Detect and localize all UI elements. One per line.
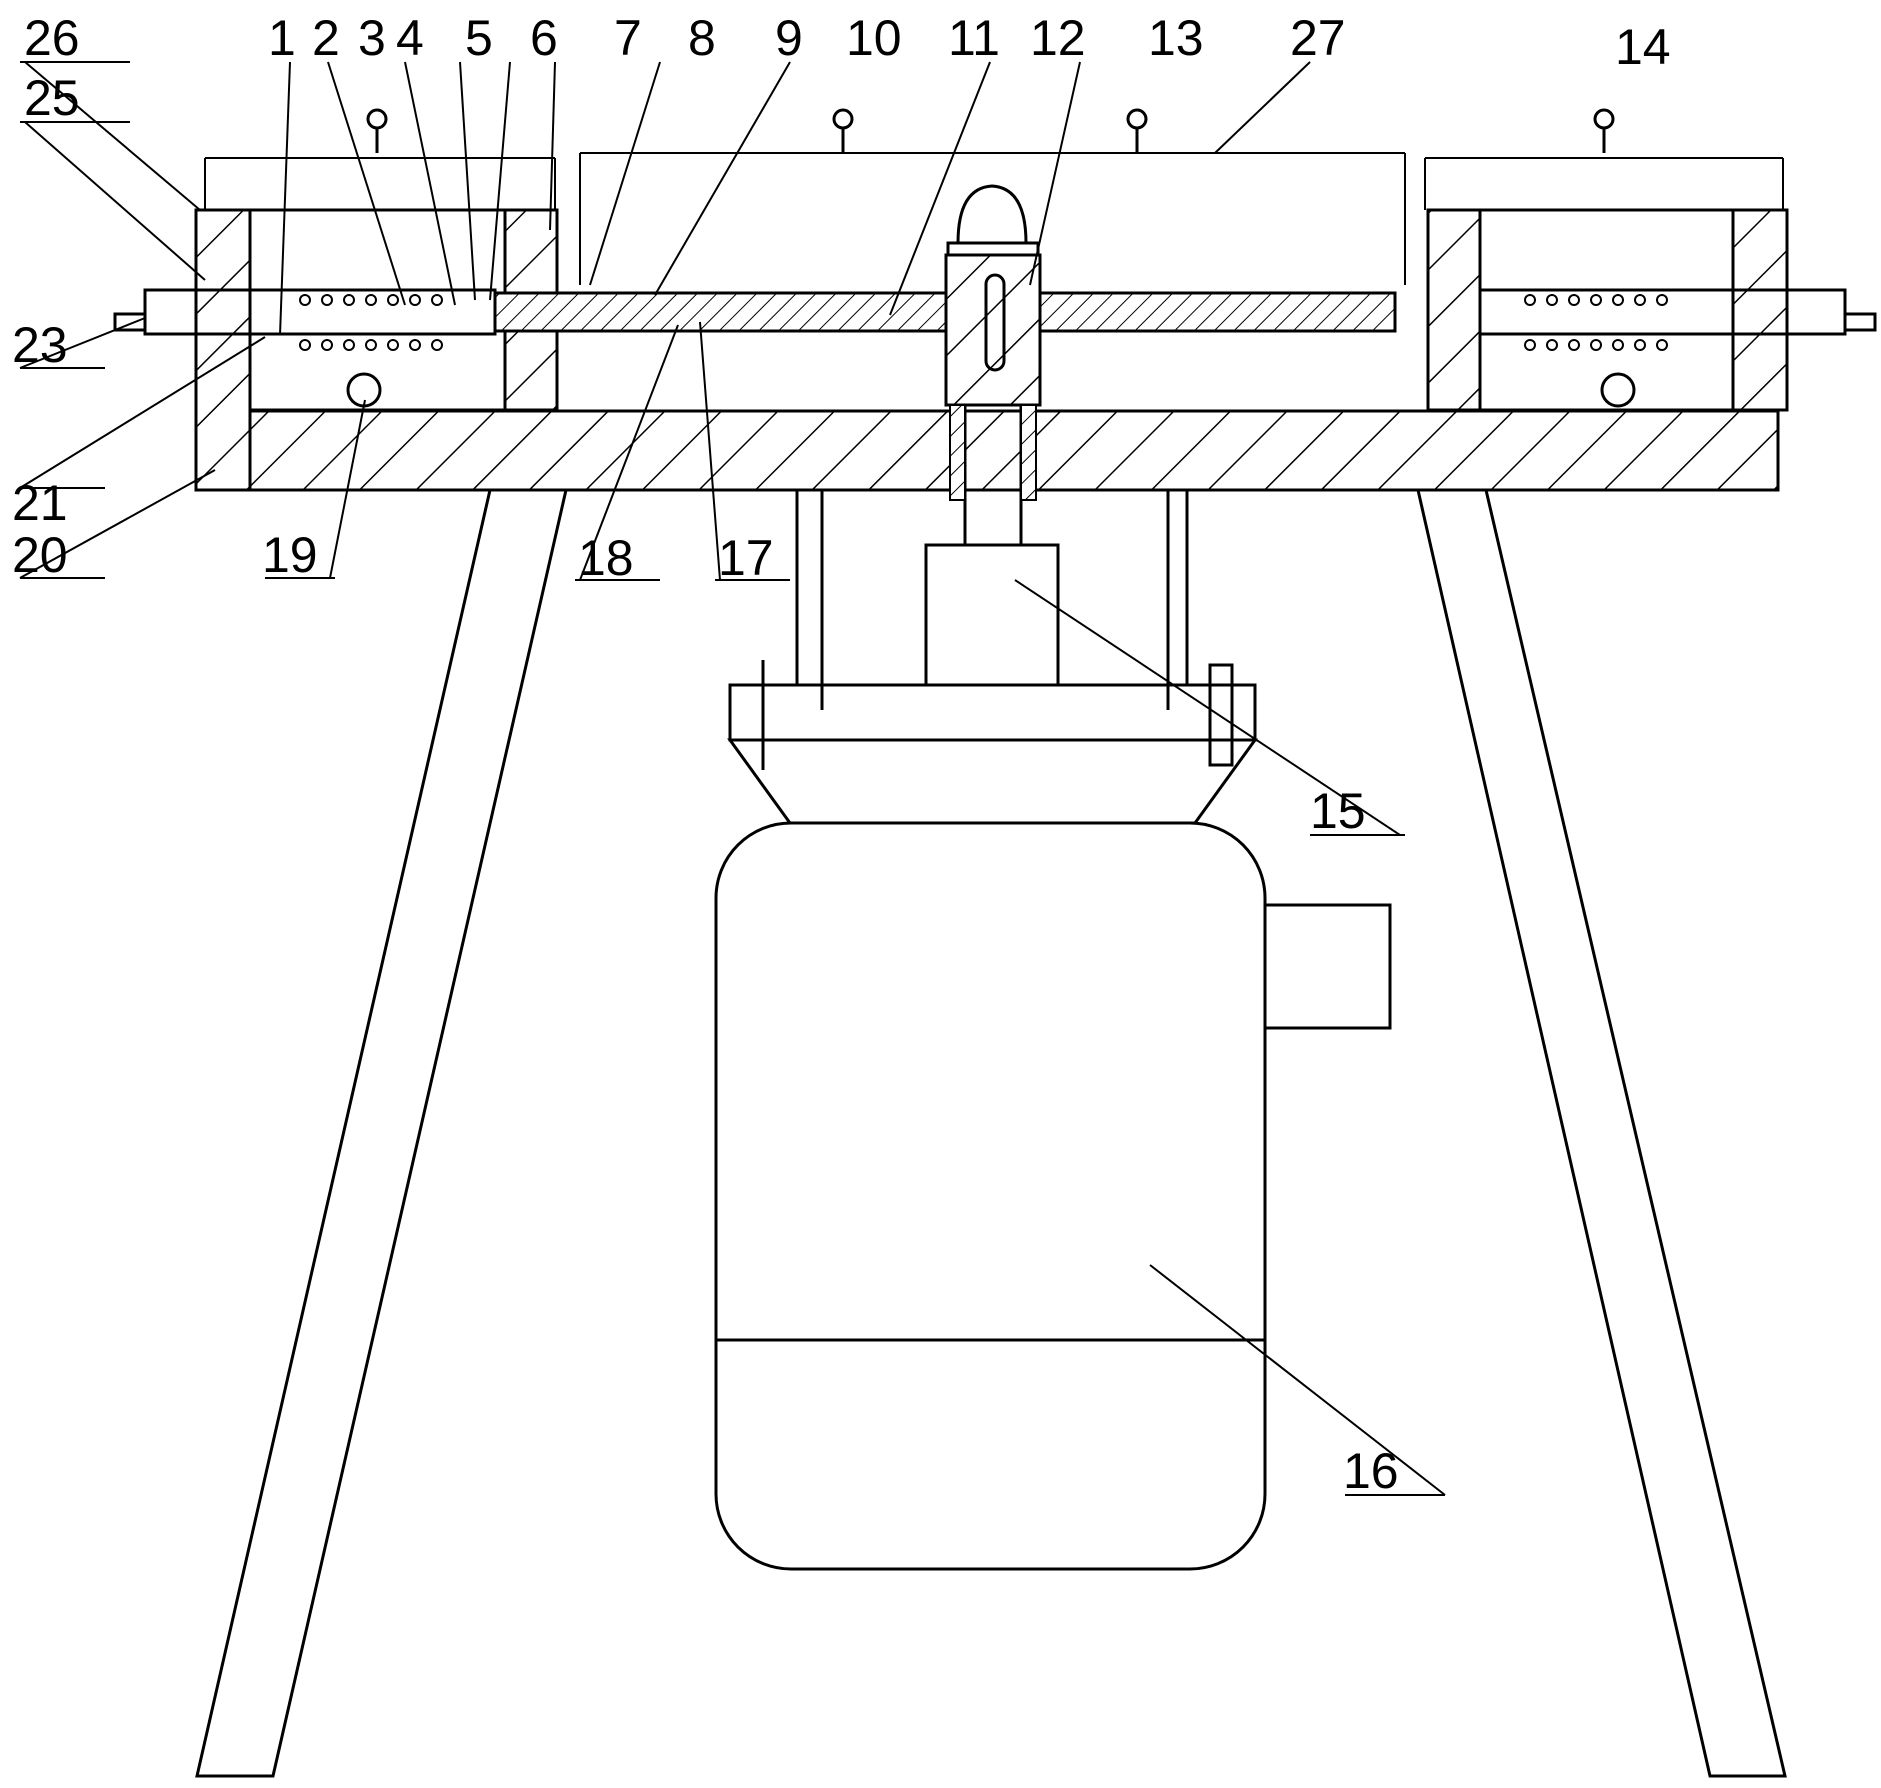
spring-coil <box>1635 340 1645 350</box>
spring-coil <box>1613 295 1623 305</box>
callout-6: 6 <box>530 10 558 66</box>
callout-14: 14 <box>1615 19 1671 75</box>
spring-coil <box>1525 295 1535 305</box>
spring-coil <box>1657 340 1667 350</box>
callout-4: 4 <box>396 10 424 66</box>
callout-13: 13 <box>1148 10 1204 66</box>
callout-7: 7 <box>614 10 642 66</box>
spring-coil <box>322 295 332 305</box>
spring-coil <box>1657 295 1667 305</box>
callout-16: 16 <box>1343 1443 1399 1499</box>
spring-coil <box>388 340 398 350</box>
callout-20: 20 <box>12 527 68 583</box>
callout-12: 12 <box>1030 10 1086 66</box>
callout-1: 1 <box>268 10 296 66</box>
callout-9: 9 <box>775 10 803 66</box>
callout-18: 18 <box>578 530 634 586</box>
callout-2: 2 <box>312 10 340 66</box>
callout-3: 3 <box>358 10 386 66</box>
callout-11: 11 <box>948 10 1000 66</box>
spring-coil <box>432 340 442 350</box>
spring-coil <box>1635 295 1645 305</box>
motor-body <box>716 823 1390 1569</box>
spring-coil <box>410 340 420 350</box>
sensor-nodes <box>368 110 1613 153</box>
spring-coil <box>1525 340 1535 350</box>
spring-coil <box>1569 340 1579 350</box>
callout-26: 26 <box>24 10 80 66</box>
callout-25: 25 <box>24 70 80 126</box>
callout-labels: 26 25 1 2 3 4 5 6 7 8 9 10 11 12 13 27 1… <box>12 10 1671 1499</box>
callout-10: 10 <box>846 10 902 66</box>
callout-27: 27 <box>1290 10 1346 66</box>
right-housing <box>1425 158 1787 410</box>
callout-5: 5 <box>465 10 493 66</box>
spring-coil <box>344 295 354 305</box>
base-plate <box>196 411 1778 490</box>
spring-coil <box>1591 340 1601 350</box>
callout-19: 19 <box>262 527 318 583</box>
spring-coil <box>300 340 310 350</box>
spring-coil <box>1591 295 1601 305</box>
callout-17: 17 <box>718 530 774 586</box>
spring-coil <box>1569 295 1579 305</box>
spring-coil <box>432 295 442 305</box>
spring-coil <box>366 295 376 305</box>
callout-21: 21 <box>12 475 68 531</box>
coupling <box>926 545 1058 685</box>
spring-coil <box>344 340 354 350</box>
motor-mount <box>730 490 1255 823</box>
support-legs <box>197 490 1785 1776</box>
callout-15: 15 <box>1310 783 1366 839</box>
spring-coil <box>1547 295 1557 305</box>
spring-coil <box>300 295 310 305</box>
spring-coil <box>1613 340 1623 350</box>
spring-coil <box>1547 340 1557 350</box>
spring-coil <box>410 295 420 305</box>
spring-coil <box>388 295 398 305</box>
callout-23: 23 <box>12 317 68 373</box>
spring-coil <box>322 340 332 350</box>
callout-8: 8 <box>688 10 716 66</box>
spring-coil <box>366 340 376 350</box>
